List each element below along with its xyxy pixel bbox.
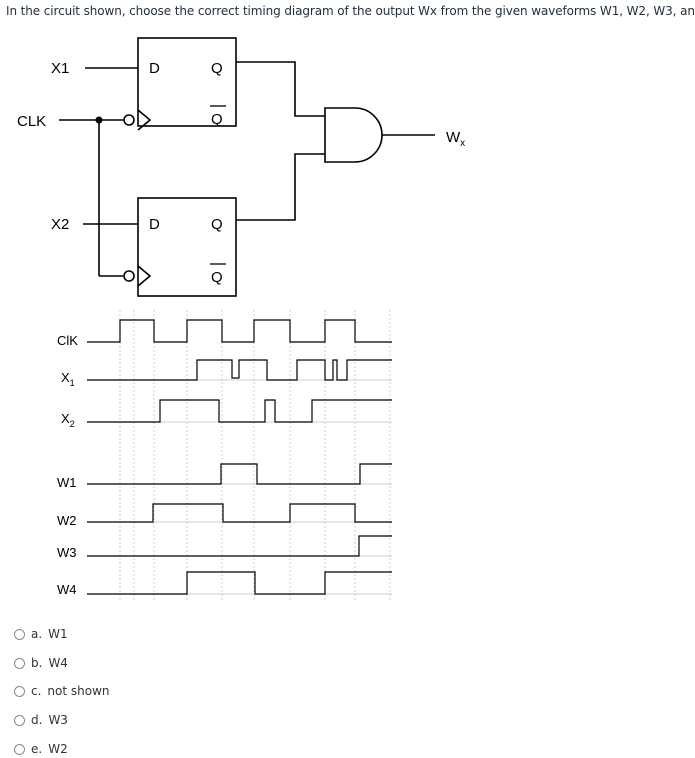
option-label: W3	[48, 713, 68, 727]
and-gate	[324, 107, 383, 163]
ff2-q-label: Q	[211, 216, 223, 233]
ff1-q-label: Q	[211, 60, 223, 77]
radio-icon[interactable]	[14, 714, 25, 726]
output-label: Wx	[446, 129, 465, 149]
timing-label-w1: W1	[57, 475, 77, 490]
circuit-figure: X1 CLK X2 D Q Q D Q Q Wx	[7, 28, 473, 602]
clock-triangle-1	[137, 109, 152, 131]
option-letter: d.	[31, 713, 43, 727]
ff1-qbar-label: Q	[211, 111, 223, 128]
flip-flop-2	[137, 197, 237, 297]
ff1-d-label: D	[149, 60, 160, 77]
q2-wire	[236, 153, 325, 221]
radio-icon[interactable]	[14, 743, 25, 755]
option-a[interactable]: a. W1	[14, 625, 68, 643]
radio-icon[interactable]	[14, 685, 25, 697]
clk-junction-dot	[95, 116, 103, 124]
waveform-x2	[87, 399, 392, 423]
waveform-w2	[87, 503, 392, 523]
figure-svg: X1 CLK X2 D Q Q D Q Q Wx	[17, 37, 465, 600]
timing-label-w3: W3	[57, 545, 77, 560]
option-letter: e.	[31, 742, 43, 756]
option-label: W1	[48, 627, 68, 641]
question-text: In the circuit shown, choose the correct…	[6, 4, 695, 18]
waveform-w1	[87, 463, 392, 485]
waveform-w3	[87, 535, 392, 557]
option-c[interactable]: c. not shown	[14, 682, 110, 700]
option-b[interactable]: b. W4	[14, 654, 68, 672]
option-letter: b.	[31, 656, 43, 670]
option-label: not shown	[47, 684, 110, 698]
radio-icon[interactable]	[14, 657, 25, 669]
option-label: W2	[48, 742, 68, 756]
option-label: W4	[48, 656, 68, 670]
ff2-qbar-label: Q	[211, 269, 223, 286]
ff2-d-label: D	[149, 216, 160, 233]
waveform-x1	[87, 359, 392, 381]
timing-diagram: ClK X1 X2 W1 W2 W3 W4	[57, 310, 392, 600]
option-letter: c.	[31, 684, 42, 698]
x2-label: X2	[51, 216, 69, 233]
timing-label-clk: ClK	[57, 333, 78, 348]
flip-flop-1	[137, 37, 237, 127]
timing-label-w2: W2	[57, 513, 77, 528]
option-letter: a.	[31, 627, 43, 641]
clock-triangle-2	[137, 265, 152, 287]
waveform-w4	[87, 571, 392, 595]
x1-label: X1	[51, 60, 69, 77]
option-e[interactable]: e. W2	[14, 740, 68, 758]
q1-wire	[236, 61, 325, 117]
waveform-clk	[87, 319, 392, 343]
timing-label-x1: X1	[61, 370, 75, 388]
option-d[interactable]: d. W3	[14, 711, 68, 729]
timing-label-x2: X2	[61, 411, 75, 429]
radio-icon[interactable]	[14, 628, 25, 640]
clk-label: CLK	[17, 113, 46, 130]
clock-bubble-2	[123, 270, 135, 282]
timing-label-w4: W4	[57, 582, 77, 597]
clock-bubble-1	[123, 114, 135, 126]
